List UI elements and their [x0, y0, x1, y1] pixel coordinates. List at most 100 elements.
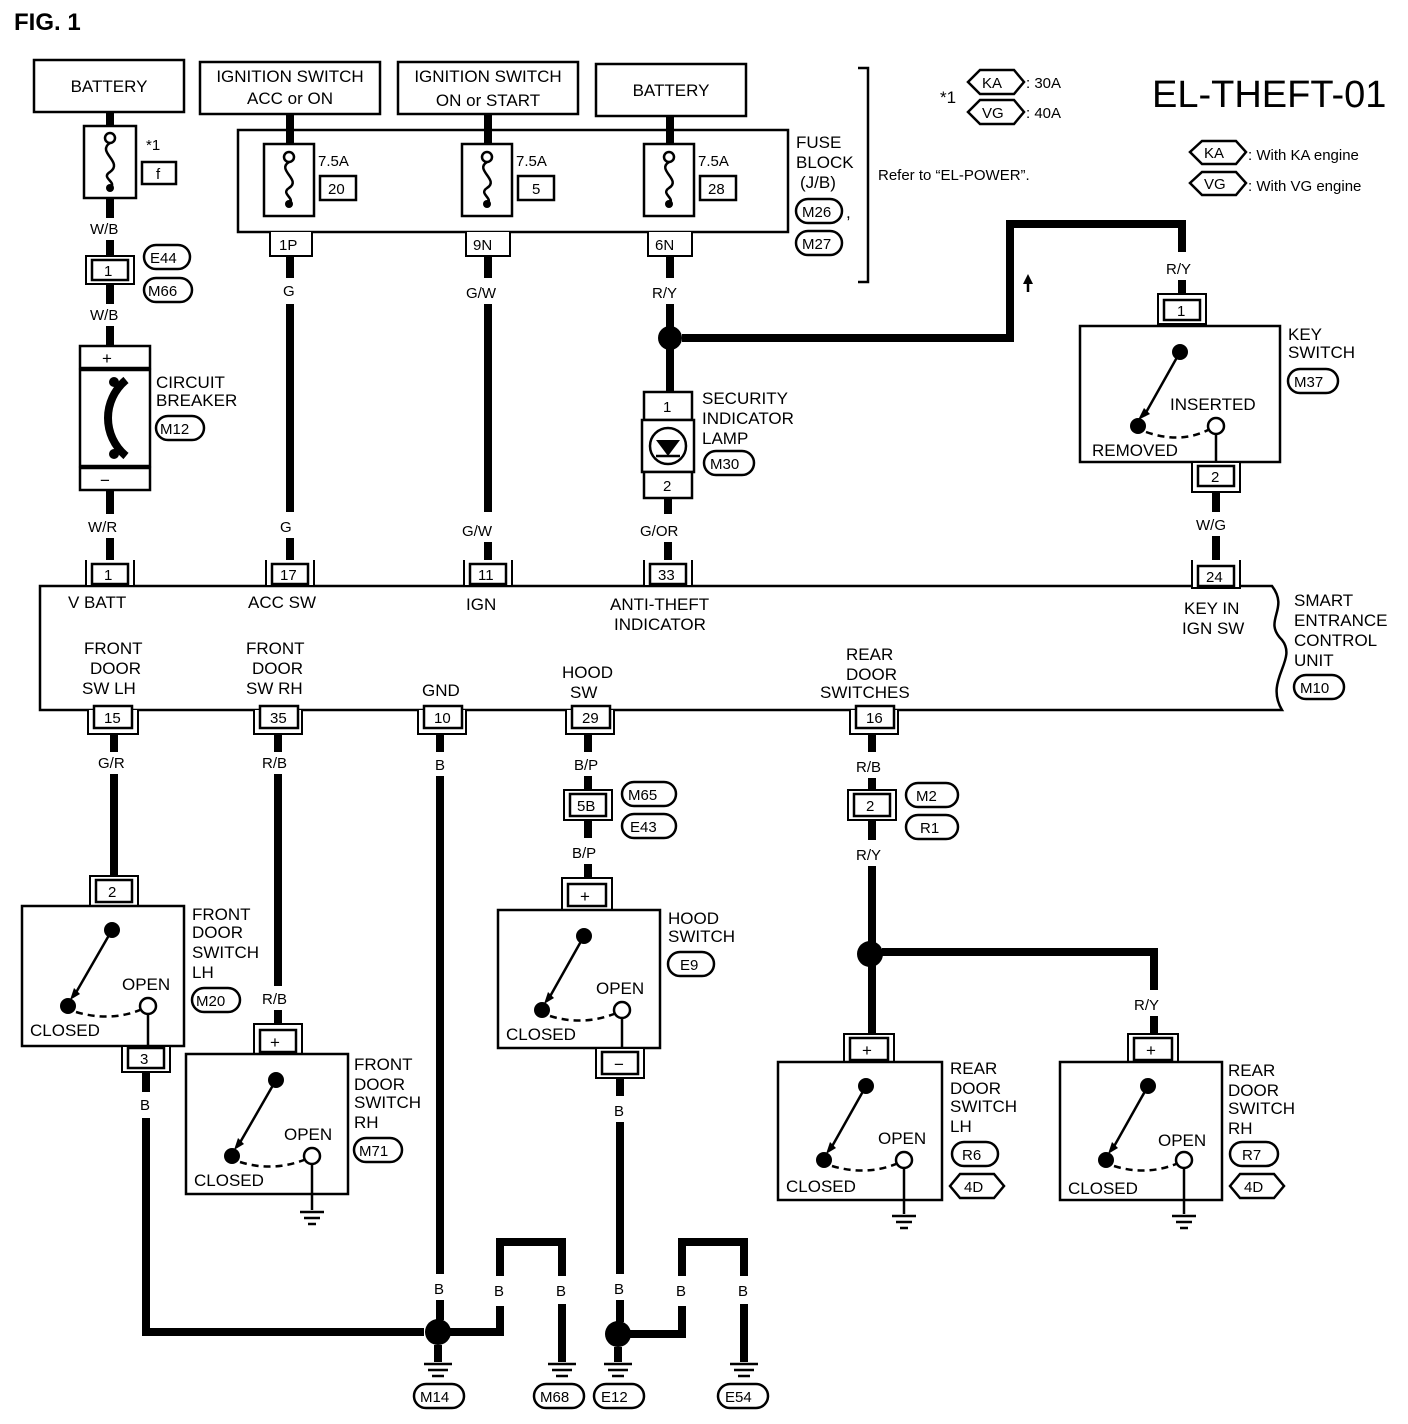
- cu-b4-l1: HOOD: [562, 663, 613, 682]
- rdrh-plus: +: [1146, 1041, 1156, 1060]
- key-inserted: INSERTED: [1170, 395, 1256, 414]
- fdrh-l3: SWITCH: [354, 1093, 421, 1112]
- hood-l2: SWITCH: [668, 927, 735, 946]
- conn-e44: E44: [150, 250, 177, 267]
- wire-ry-key: R/Y: [1166, 261, 1191, 278]
- key-l2: SWITCH: [1288, 343, 1355, 362]
- ground-e54: E54: [725, 1389, 752, 1406]
- cu-b1-l2: DOOR: [90, 659, 141, 678]
- conn-r1: R1: [920, 820, 939, 837]
- fuse-block-conn1-badge: [794, 197, 844, 225]
- cu-pin-16: 16: [866, 710, 883, 727]
- fuse-block-l1: FUSE: [796, 133, 841, 152]
- cu-label-antitheft: ANTI-THEFT: [610, 595, 709, 614]
- fuse-term-6n: 6N: [655, 237, 674, 254]
- hood-closed: CLOSED: [506, 1025, 576, 1044]
- cu-b2-l1: FRONT: [246, 639, 305, 658]
- rear-door-circuit: R/B 2 M2 R1 R/Y R/Y + OPEN CLOSED REAR: [776, 734, 1295, 1230]
- hood-conn: E9: [680, 957, 698, 974]
- page-title: EL-THEFT-01: [1152, 74, 1386, 116]
- fdrh-l4: RH: [354, 1113, 379, 1132]
- ignition-start-line2: ON or START: [436, 91, 540, 110]
- fdlh-l2: DOOR: [192, 923, 243, 942]
- ka-legend-desc: : With KA engine: [1248, 147, 1359, 164]
- ign-circuit: G/W G/W: [462, 256, 497, 560]
- key-l1: KEY: [1288, 325, 1322, 344]
- cu-b3-l1: GND: [422, 681, 460, 700]
- vg-legend-desc: : With VG engine: [1248, 178, 1361, 195]
- cu-l2: ENTRANCE: [1294, 611, 1388, 630]
- cu-pin-33: 33: [658, 567, 675, 584]
- ka-legend-label: KA: [1204, 145, 1224, 162]
- ka-amp: : 30A: [1026, 75, 1061, 92]
- ignition-acc-box: [198, 60, 382, 116]
- cu-b5-l3: SWITCHES: [820, 683, 910, 702]
- rdrh-open: OPEN: [1158, 1131, 1206, 1150]
- gnd-circuit: B B: [434, 734, 445, 1320]
- wire-gr: G/R: [98, 755, 125, 772]
- fuse-28-amp: 7.5A: [698, 153, 729, 170]
- cu-label-indicator: INDICATOR: [614, 615, 706, 634]
- wire-b4: B: [614, 1281, 624, 1298]
- fuse-block-l2: BLOCK: [796, 153, 854, 172]
- fdrh-open: OPEN: [284, 1125, 332, 1144]
- vg-hexagon-legend: [1188, 170, 1248, 197]
- rdlh-l1: REAR: [950, 1059, 997, 1078]
- key-pin2: 2: [1211, 469, 1219, 486]
- wire-rb2: R/B: [262, 991, 287, 1008]
- fuse-block-l3: (J/B): [800, 173, 836, 192]
- fdrh-l2: DOOR: [354, 1075, 405, 1094]
- rdlh-l2: DOOR: [950, 1079, 1001, 1098]
- lamp-l2: INDICATOR: [702, 409, 794, 428]
- fuse-5-num: 5: [532, 181, 540, 198]
- ground-m68: M68: [540, 1389, 569, 1406]
- cu-label-vbatt: V BATT: [68, 593, 126, 612]
- fdlh-pin-top: 2: [108, 884, 116, 901]
- power-sources: BATTERY IGNITION SWITCH ACC or ON IGNITI…: [32, 58, 748, 118]
- rdrh-l2: DOOR: [1228, 1081, 1279, 1100]
- cu-pin-1: 1: [104, 567, 112, 584]
- fuse-term-1p: 1P: [279, 237, 297, 254]
- wire-bp2: B/P: [572, 845, 596, 862]
- fdrh-plus: +: [270, 1033, 280, 1052]
- conn-m2: M2: [916, 788, 937, 805]
- wire-gor: G/OR: [640, 523, 679, 540]
- wire-ry3: R/Y: [856, 847, 881, 864]
- cu-pin-35: 35: [270, 710, 287, 727]
- lamp-pin1: 1: [663, 399, 671, 416]
- ground-section: B B M14 M68 B B E12 E54: [412, 1238, 770, 1410]
- fdlh-closed: CLOSED: [30, 1021, 100, 1040]
- notes: *1 KA : 30A VG : 40A KA : With KA engine…: [878, 68, 1361, 197]
- wire-wb2: W/B: [90, 307, 118, 324]
- cu-b1-l1: FRONT: [84, 639, 143, 658]
- key-switch-circuit: R/Y 1 INSERTED REMOVED KEY SWITCH M37 2 …: [1078, 261, 1355, 560]
- vg-hexagon: [966, 98, 1026, 126]
- wire-b1: B: [434, 1281, 444, 1298]
- hood-switch-circuit: B/P 5B M65 E43 B/P + OPEN CLOSED HOOD SW…: [496, 734, 735, 1322]
- fdlh-pin-bot: 3: [140, 1051, 148, 1068]
- fuse-block-conn1: M26: [802, 204, 831, 221]
- wire-rb1: R/B: [262, 755, 287, 772]
- fdlh-conn: M20: [196, 993, 225, 1010]
- cu-pin-17: 17: [280, 567, 297, 584]
- ignition-acc-line1: IGNITION SWITCH: [216, 67, 363, 86]
- fdlh-l4: LH: [192, 963, 214, 982]
- ka-hexagon-legend: [1188, 139, 1248, 166]
- cu-label-keyin: KEY IN: [1184, 599, 1239, 618]
- conn-e44-pin: 1: [104, 263, 112, 280]
- wire-wr: W/R: [88, 519, 117, 536]
- cu-label-ign: IGN: [466, 595, 496, 614]
- lamp-pin2: 2: [663, 478, 671, 495]
- wire-ry4: R/Y: [1134, 997, 1159, 1014]
- cu-pin-24: 24: [1206, 569, 1223, 586]
- battery-circuit: W/B 1 E44 M66 W/B + − CIRCUIT BREAKER M1…: [78, 198, 237, 560]
- rdrh-l3: SWITCH: [1228, 1099, 1295, 1118]
- wire-ry1: R/Y: [652, 285, 677, 302]
- hood-minus: −: [614, 1055, 624, 1074]
- rdlh-l4: LH: [950, 1117, 972, 1136]
- fuse-term-9n: 9N: [473, 237, 492, 254]
- vg-amp: : 40A: [1026, 105, 1061, 122]
- rdrh-conn: R7: [1242, 1147, 1261, 1164]
- conn-pin-2: 2: [866, 798, 874, 815]
- battery-left-box: [32, 58, 186, 114]
